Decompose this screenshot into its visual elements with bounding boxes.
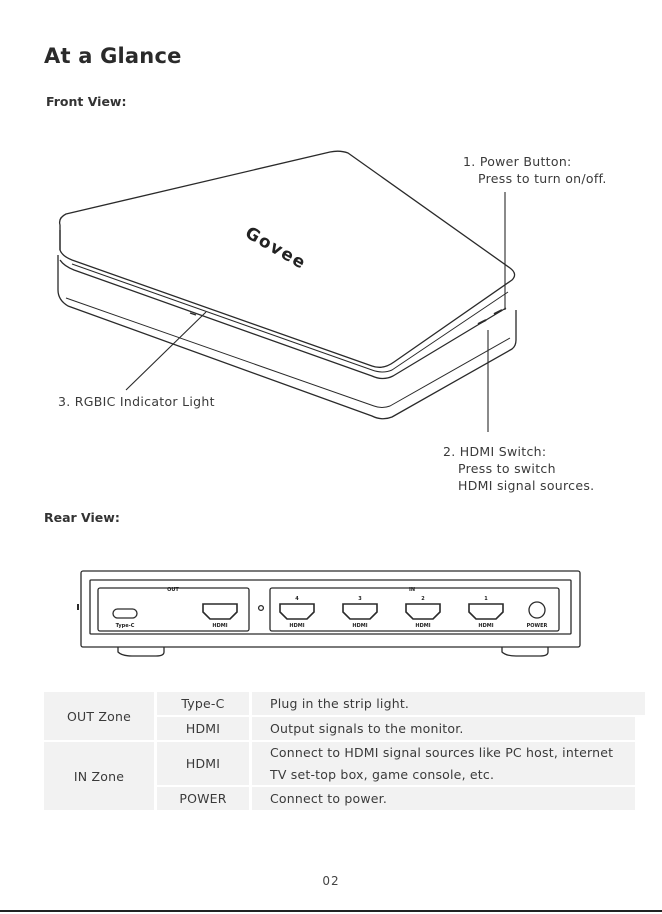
bottom-divider (0, 910, 662, 912)
page-title: At a Glance (44, 44, 182, 68)
rear-view-illustration: OUT IN Type-C HDMI 4 3 2 1 HDMI HDMI HDM… (77, 570, 581, 657)
power-button-callout: 1. Power Button: Press to turn on/off. (463, 153, 607, 187)
front-view-illustration: Govee (57, 150, 517, 432)
in-zone-cell: IN Zone (44, 742, 154, 810)
rear-view-heading: Rear View: (44, 510, 120, 525)
desc-cell-in-hdmi: Connect to HDMI signal sources like PC h… (252, 742, 635, 785)
out-zone-label: OUT (167, 587, 179, 593)
in3-number: 3 (358, 596, 362, 602)
port-table: OUT Zone IN Zone Type-C HDMI HDMI POWER … (44, 692, 645, 812)
power-number: 1. (463, 154, 476, 169)
port-cell-power: POWER (157, 787, 249, 810)
typec-port-label: Type-C (116, 623, 135, 629)
port-cell-typec: Type-C (157, 692, 249, 715)
hdmi-switch-desc-2: HDMI signal sources. (458, 478, 595, 493)
desc-in-hdmi-line-2: TV set-top box, game console, etc. (270, 766, 495, 782)
in2-hdmi-label: HDMI (415, 623, 430, 629)
page-number: 02 (322, 874, 340, 888)
desc-cell-typec: Plug in the strip light. (252, 692, 645, 715)
port-cell-out-hdmi: HDMI (157, 717, 249, 740)
in2-number: 2 (421, 596, 425, 602)
in4-number: 4 (295, 596, 299, 602)
desc-cell-power: Connect to power. (252, 787, 635, 810)
desc-cell-out-hdmi: Output signals to the monitor. (252, 717, 635, 740)
in-zone-label: IN (409, 587, 415, 593)
power-button-desc: Press to turn on/off. (478, 171, 607, 186)
rgbic-leader-line (125, 311, 207, 391)
out-zone-cell: OUT Zone (44, 692, 154, 740)
power-port-label: POWER (527, 623, 548, 629)
port-cell-in-hdmi: HDMI (157, 742, 249, 785)
in1-hdmi-label: HDMI (478, 623, 493, 629)
in4-hdmi-label: HDMI (289, 623, 304, 629)
rgbic-callout: 3. RGBIC Indicator Light (58, 394, 215, 409)
hdmi-switch-callout: 2. HDMI Switch: Press to switch HDMI sig… (443, 443, 594, 494)
in3-hdmi-label: HDMI (352, 623, 367, 629)
desc-in-hdmi-line-1: Connect to HDMI signal sources like PC h… (270, 744, 614, 760)
out-hdmi-port-label: HDMI (212, 623, 227, 629)
hdmi-switch-title: 2. HDMI Switch: (443, 444, 547, 459)
power-button-title: Power Button: (479, 154, 572, 169)
in1-number: 1 (484, 596, 488, 602)
front-view-heading: Front View: (46, 94, 127, 109)
hdmi-switch-desc-1: Press to switch (458, 461, 556, 476)
